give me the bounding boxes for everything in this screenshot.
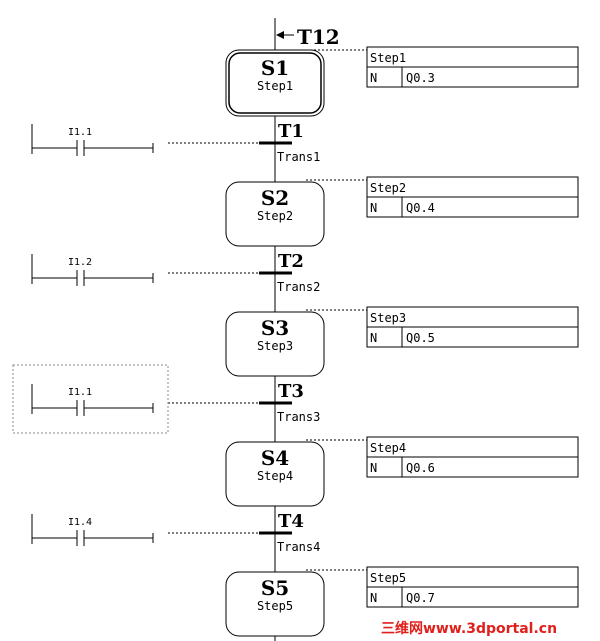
transition-name: Trans1 (277, 150, 320, 164)
watermark: 三维网www.3dportal.cn (381, 620, 557, 637)
transition-name: Trans2 (277, 280, 320, 294)
contact-network[interactable]: I1.1 (31, 124, 154, 156)
action-title: Step2 (370, 181, 406, 195)
action-title: Step3 (370, 311, 406, 325)
step-name: Step4 (257, 469, 293, 483)
transition-name: Trans4 (277, 540, 320, 554)
action-output: Q0.4 (406, 201, 435, 215)
contact-address: I1.1 (68, 387, 92, 398)
step-id: S5 (261, 576, 289, 600)
contact-network[interactable]: I1.2 (31, 254, 154, 286)
top-transition-label: T12 (297, 25, 340, 49)
step-id: S2 (261, 186, 289, 210)
contact-address: I1.2 (68, 257, 92, 268)
transition-id: T2 (278, 251, 304, 272)
action-output: Q0.5 (406, 331, 435, 345)
transition-name: Trans3 (277, 410, 320, 424)
action-title: Step4 (370, 441, 406, 455)
action-qualifier: N (370, 591, 377, 605)
contact-address: I1.1 (68, 127, 92, 138)
action-output: Q0.3 (406, 71, 435, 85)
step-name: Step2 (257, 209, 293, 223)
step-box (225, 311, 325, 377)
arrow-left-icon (276, 31, 284, 39)
action-output: Q0.6 (406, 461, 435, 475)
action-qualifier: N (370, 71, 377, 85)
step-box (225, 181, 325, 247)
action-output: Q0.7 (406, 591, 435, 605)
step-name: Step1 (257, 79, 293, 93)
action-qualifier: N (370, 461, 377, 475)
top-transition[interactable]: T12 (276, 25, 340, 49)
transition-id: T4 (278, 511, 304, 532)
transitions: T1Trans1I1.1T2Trans2I1.2T3Trans3I1.1T4Tr… (12, 121, 320, 554)
step-id: S3 (261, 316, 289, 340)
action-title: Step5 (370, 571, 406, 585)
step-name: Step5 (257, 599, 293, 613)
step-id: S1 (261, 56, 289, 80)
selection-frame (12, 364, 169, 434)
transition-id: T1 (278, 121, 304, 142)
step-name: Step3 (257, 339, 293, 353)
step-box (225, 441, 325, 507)
action-qualifier: N (370, 331, 377, 345)
step-box (225, 571, 325, 637)
transition-id: T3 (278, 381, 304, 402)
contact-network[interactable]: I1.1 (12, 364, 169, 434)
action-title: Step1 (370, 51, 406, 65)
contact-address: I1.4 (68, 517, 92, 528)
step-box-inner (228, 52, 322, 114)
contact-network[interactable]: I1.4 (31, 514, 154, 546)
action-qualifier: N (370, 201, 377, 215)
step-id: S4 (261, 446, 289, 470)
